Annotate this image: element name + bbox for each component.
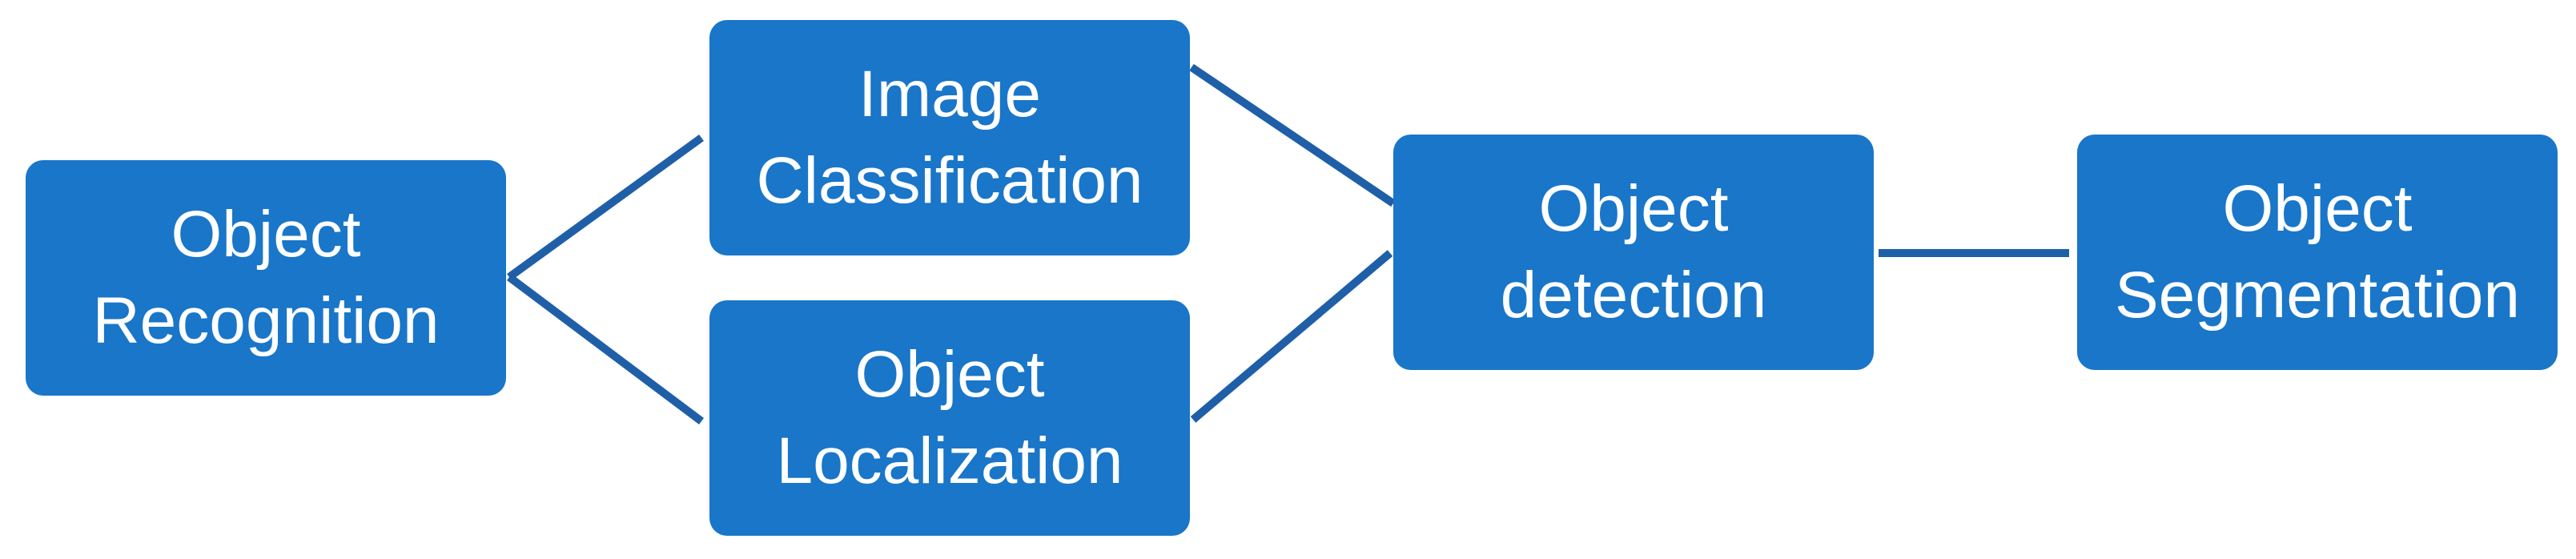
- node-object-segmentation: Object Segmentation: [2077, 135, 2558, 370]
- node-object-recognition: Object Recognition: [26, 160, 506, 396]
- edge-recognition-classification: [507, 134, 704, 281]
- node-label-line1: Image: [858, 58, 1041, 131]
- node-label-line2: Localization: [776, 424, 1123, 497]
- node-object-localization: Object Localization: [709, 300, 1190, 536]
- node-label-line1: Object: [2222, 172, 2413, 245]
- edge-localization-detection: [1190, 250, 1393, 423]
- edge-classification-detection: [1189, 63, 1396, 207]
- node-label-line2: Recognition: [92, 284, 440, 357]
- edge-recognition-localization: [507, 274, 704, 424]
- node-label-line2: Segmentation: [2114, 259, 2520, 332]
- node-label-line2: Classification: [756, 144, 1143, 217]
- node-label-line1: Object: [854, 338, 1045, 411]
- node-label-line1: Object: [1538, 172, 1729, 245]
- node-label-line1: Object: [171, 198, 361, 271]
- node-label-line2: detection: [1500, 259, 1767, 332]
- node-object-detection: Object detection: [1393, 135, 1874, 370]
- node-image-classification: Image Classification: [709, 20, 1190, 255]
